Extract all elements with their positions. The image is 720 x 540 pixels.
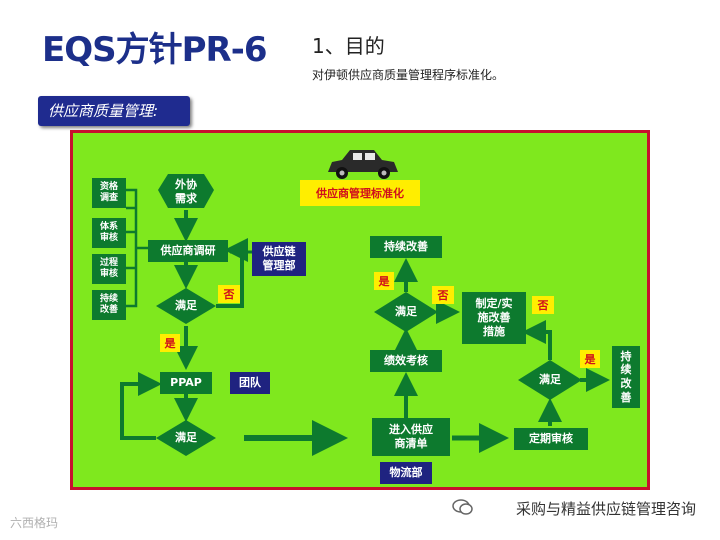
logistics-dept-box: 物流部 bbox=[380, 462, 432, 484]
team-box: 团队 bbox=[230, 372, 270, 394]
no-tag-3: 否 bbox=[532, 296, 554, 314]
supply-chain-dept-box: 供应链 管理部 bbox=[252, 242, 306, 276]
standardize-tag: 供应商管理标准化 bbox=[300, 180, 420, 206]
continuous-improvement-box: 持续改善 bbox=[370, 236, 442, 258]
bottom-logo: 六西格玛 bbox=[10, 516, 59, 530]
continuous-improvement-vertical-box: 持 续 改 善 bbox=[612, 346, 640, 408]
supplier-research-box: 供应商调研 bbox=[148, 240, 228, 262]
enter-supplier-list-box: 进入供应 商清单 bbox=[372, 418, 450, 456]
satisfy-label-3: 满足 bbox=[395, 305, 417, 319]
ppap-box: PPAP bbox=[160, 372, 212, 394]
improvement-measures-box: 制定/实 施改善 措施 bbox=[462, 292, 526, 344]
performance-review-box: 绩效考核 bbox=[370, 350, 442, 372]
purpose-text: 对伊顿供应商质量管理程序标准化。 bbox=[312, 68, 505, 82]
satisfy-diamond-4 bbox=[518, 360, 582, 400]
yes-tag-2: 是 bbox=[374, 272, 394, 290]
watermark-text: 采购与精益供应链管理咨询 bbox=[515, 500, 696, 518]
no-tag-2: 否 bbox=[432, 286, 454, 304]
need-hexagon bbox=[158, 174, 214, 208]
yes-tag-3: 是 bbox=[580, 350, 600, 368]
car-icon bbox=[328, 150, 398, 179]
satisfy-label-2: 满足 bbox=[175, 431, 197, 445]
qualification-survey-box: 资格 调查 bbox=[92, 178, 126, 208]
process-audit-box: 过程 审核 bbox=[92, 254, 126, 284]
continuous-improvement-side-box: 持续 改善 bbox=[92, 290, 126, 320]
satisfy-label-1: 满足 bbox=[175, 299, 197, 313]
periodic-review-box: 定期审核 bbox=[514, 428, 588, 450]
wechat-icon bbox=[452, 499, 473, 515]
satisfy-diamond-1 bbox=[156, 288, 216, 324]
page-title: EQS方针PR-6 bbox=[42, 30, 267, 70]
satisfy-diamond-3 bbox=[374, 292, 438, 332]
system-audit-box: 体系 审核 bbox=[92, 218, 126, 248]
section-label: 供应商质量管理: bbox=[38, 96, 190, 126]
purpose-heading: 1、目的 bbox=[312, 34, 385, 58]
no-tag-1: 否 bbox=[218, 285, 240, 303]
satisfy-label-4: 满足 bbox=[539, 373, 561, 387]
yes-tag-1: 是 bbox=[160, 334, 180, 352]
satisfy-diamond-2 bbox=[156, 420, 216, 456]
outsourcing-need-label: 外协 需求 bbox=[175, 178, 197, 205]
